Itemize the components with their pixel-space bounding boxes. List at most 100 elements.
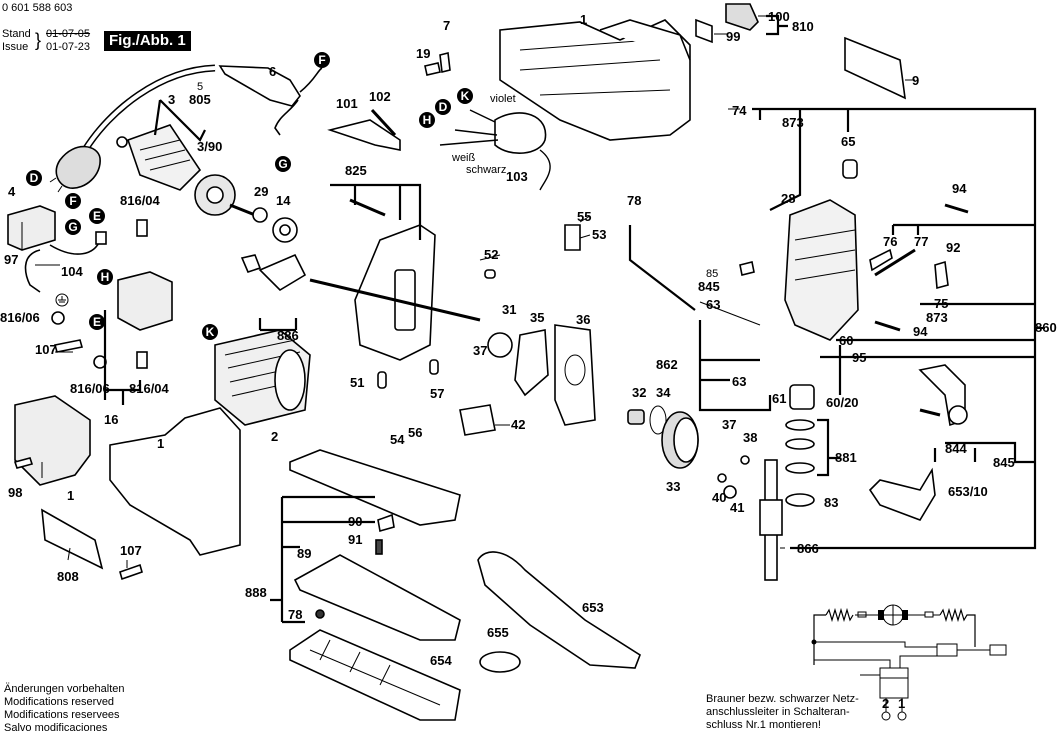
gear-housing [309, 198, 481, 361]
part-label-886: 886 [277, 328, 299, 343]
switch-button [695, 3, 906, 100]
connector-badge-h: H [419, 112, 435, 128]
leader-lines [35, 14, 1045, 624]
part-label-2: 2 [271, 429, 278, 444]
wire-label-weiss: weiß [451, 152, 476, 164]
small-parts [327, 52, 581, 436]
part-label-78: 78 [627, 193, 641, 208]
document-number: 0 601 588 603 [2, 2, 73, 14]
part-label-85: 85 [706, 268, 718, 280]
part-label-33: 33 [666, 479, 680, 494]
part-label-77: 77 [914, 234, 928, 249]
part-label-60-20: 60/20 [826, 395, 859, 410]
part-label-4: 4 [8, 184, 16, 199]
part-label-29: 29 [254, 184, 268, 199]
part-label-5: 5 [197, 81, 203, 93]
ground-icon [55, 293, 69, 307]
part-label-90: 90 [348, 514, 362, 529]
part-label-98: 98 [8, 485, 22, 500]
connector-badge-h: H [97, 269, 113, 285]
cord-guard [218, 65, 301, 107]
connector-badge-e: E [89, 314, 105, 330]
part-label-101: 101 [336, 96, 358, 111]
part-label-41: 41 [730, 500, 744, 515]
part-label-1: 1 [580, 12, 587, 27]
plates [487, 324, 596, 426]
part-label-74: 74 [732, 103, 747, 118]
part-label-97: 97 [4, 252, 18, 267]
part-label-1: 1 [67, 488, 74, 503]
wire-label-schwarz: schwarz [466, 164, 506, 176]
part-label-873: 873 [926, 310, 948, 325]
part-label-53: 53 [592, 227, 606, 242]
carbon-brush [136, 219, 148, 237]
part-label-816-06: 816/06 [0, 310, 40, 325]
part-65 [842, 159, 858, 179]
stand-date: 01-07-05 [46, 28, 91, 40]
part-label-34: 34 [656, 385, 671, 400]
part-label-63: 63 [706, 297, 720, 312]
part-label-845: 845 [993, 455, 1015, 470]
connector-badge-k: K [202, 324, 218, 340]
part-label-56: 56 [408, 425, 422, 440]
part-label-60: 60 [839, 333, 853, 348]
part-label-873: 873 [782, 115, 804, 130]
power-cord [49, 64, 323, 193]
chip-guard [477, 551, 641, 673]
part-label-7: 7 [443, 18, 450, 33]
wiring-note: Brauner bezw. schwarzer Netz- anschlussl… [706, 693, 859, 732]
wiring-schematic [811, 604, 1007, 721]
part-label-78: 78 [288, 607, 302, 622]
part-label-75: 75 [934, 296, 948, 311]
connector-badge-e: E [89, 208, 105, 224]
part-label-40: 40 [712, 490, 726, 505]
part-label-99: 99 [726, 29, 740, 44]
connector-badge-g: G [275, 156, 291, 172]
part-label-107: 107 [35, 342, 57, 357]
wiring-note-line: anschlussleiter in Schalteran- [706, 706, 850, 718]
brush-holder [51, 219, 173, 369]
svg-text:H: H [423, 113, 432, 127]
connector-badge-f: F [65, 193, 81, 209]
bearings [240, 207, 307, 292]
field-stator [214, 329, 311, 426]
notice-line-fr: Modifications reservees [4, 709, 120, 721]
part-label-37: 37 [722, 417, 736, 432]
part-label-805: 805 [189, 92, 211, 107]
wiring-note-line: Brauner bezw. schwarzer Netz- [706, 693, 859, 705]
connector-badge-d: D [26, 170, 42, 186]
connector-badge-k: K [457, 88, 473, 104]
part-label-3-90: 3/90 [197, 139, 222, 154]
part-label-35: 35 [530, 310, 544, 325]
gear-head [739, 159, 969, 341]
part-label-816-04: 816/04 [129, 381, 170, 396]
part-label-6: 6 [269, 64, 276, 79]
part-label-51: 51 [350, 375, 364, 390]
part-label-36: 36 [576, 312, 590, 327]
figure-label: Fig./Abb. 1 [104, 31, 191, 51]
svg-text:H: H [101, 270, 110, 284]
part-label-107: 107 [120, 543, 142, 558]
part-label-94: 94 [913, 324, 928, 339]
stand-label: Stand [2, 28, 31, 40]
part-label-653: 653 [582, 600, 604, 615]
svg-text:K: K [206, 325, 215, 339]
part-label-52: 52 [484, 247, 498, 262]
connector-badge-d: D [435, 99, 451, 115]
part-label-1: 1 [157, 436, 164, 451]
svg-text:G: G [278, 157, 287, 171]
part-label-808: 808 [57, 569, 79, 584]
part-label-102: 102 [369, 89, 391, 104]
part-label-37: 37 [473, 343, 487, 358]
part-label-9: 9 [912, 73, 919, 88]
modifications-notice: Änderungen vorbehalten Modifications res… [4, 683, 124, 735]
carbon-brush [136, 351, 148, 369]
notice-line-de: Änderungen vorbehalten [4, 683, 125, 695]
part-label-655: 655 [487, 625, 509, 640]
plunger [759, 459, 783, 581]
roller-support [868, 364, 968, 521]
label-9 [844, 36, 906, 100]
wiring-note-line: schluss Nr.1 montieren! [706, 719, 821, 731]
part-label-83: 83 [824, 495, 838, 510]
